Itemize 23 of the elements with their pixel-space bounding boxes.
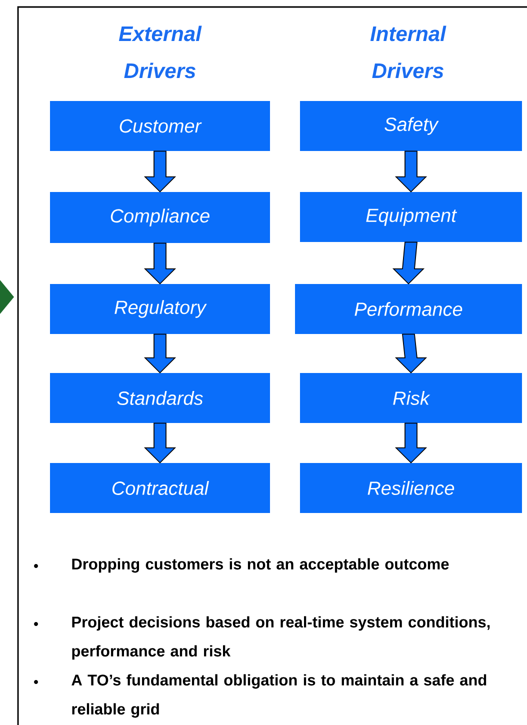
driver-box: Regulatory — [50, 284, 270, 334]
block-arrow — [144, 422, 176, 464]
bullet-text: A TO’s fundamental obligation is to maintain a safe and reliable grid — [72, 674, 486, 718]
block-arrow — [394, 334, 428, 374]
driver-box: Performance — [295, 284, 522, 334]
column-heading: Internal Drivers — [370, 26, 446, 78]
block-arrow — [392, 242, 425, 284]
block-arrow — [144, 242, 176, 284]
block-arrow — [144, 150, 176, 192]
driver-box: Contractual — [50, 463, 270, 513]
driver-box: Compliance — [50, 192, 270, 243]
driver-box: Resilience — [300, 463, 522, 513]
bullet-text: Dropping customers is not an acceptable outcome — [72, 558, 449, 573]
driver-box: Standards — [50, 373, 270, 423]
driver-box: Equipment — [300, 192, 522, 242]
driver-box: Safety — [300, 101, 522, 151]
block-arrow — [394, 150, 428, 192]
bullet-text: Project decisions based on real-time system conditions, performance and risk — [72, 616, 490, 660]
column-heading: External Drivers — [118, 26, 202, 78]
block-arrow — [394, 422, 428, 464]
block-arrow — [144, 334, 176, 374]
driver-box: Customer — [50, 101, 270, 151]
driver-box: Risk — [300, 373, 522, 423]
